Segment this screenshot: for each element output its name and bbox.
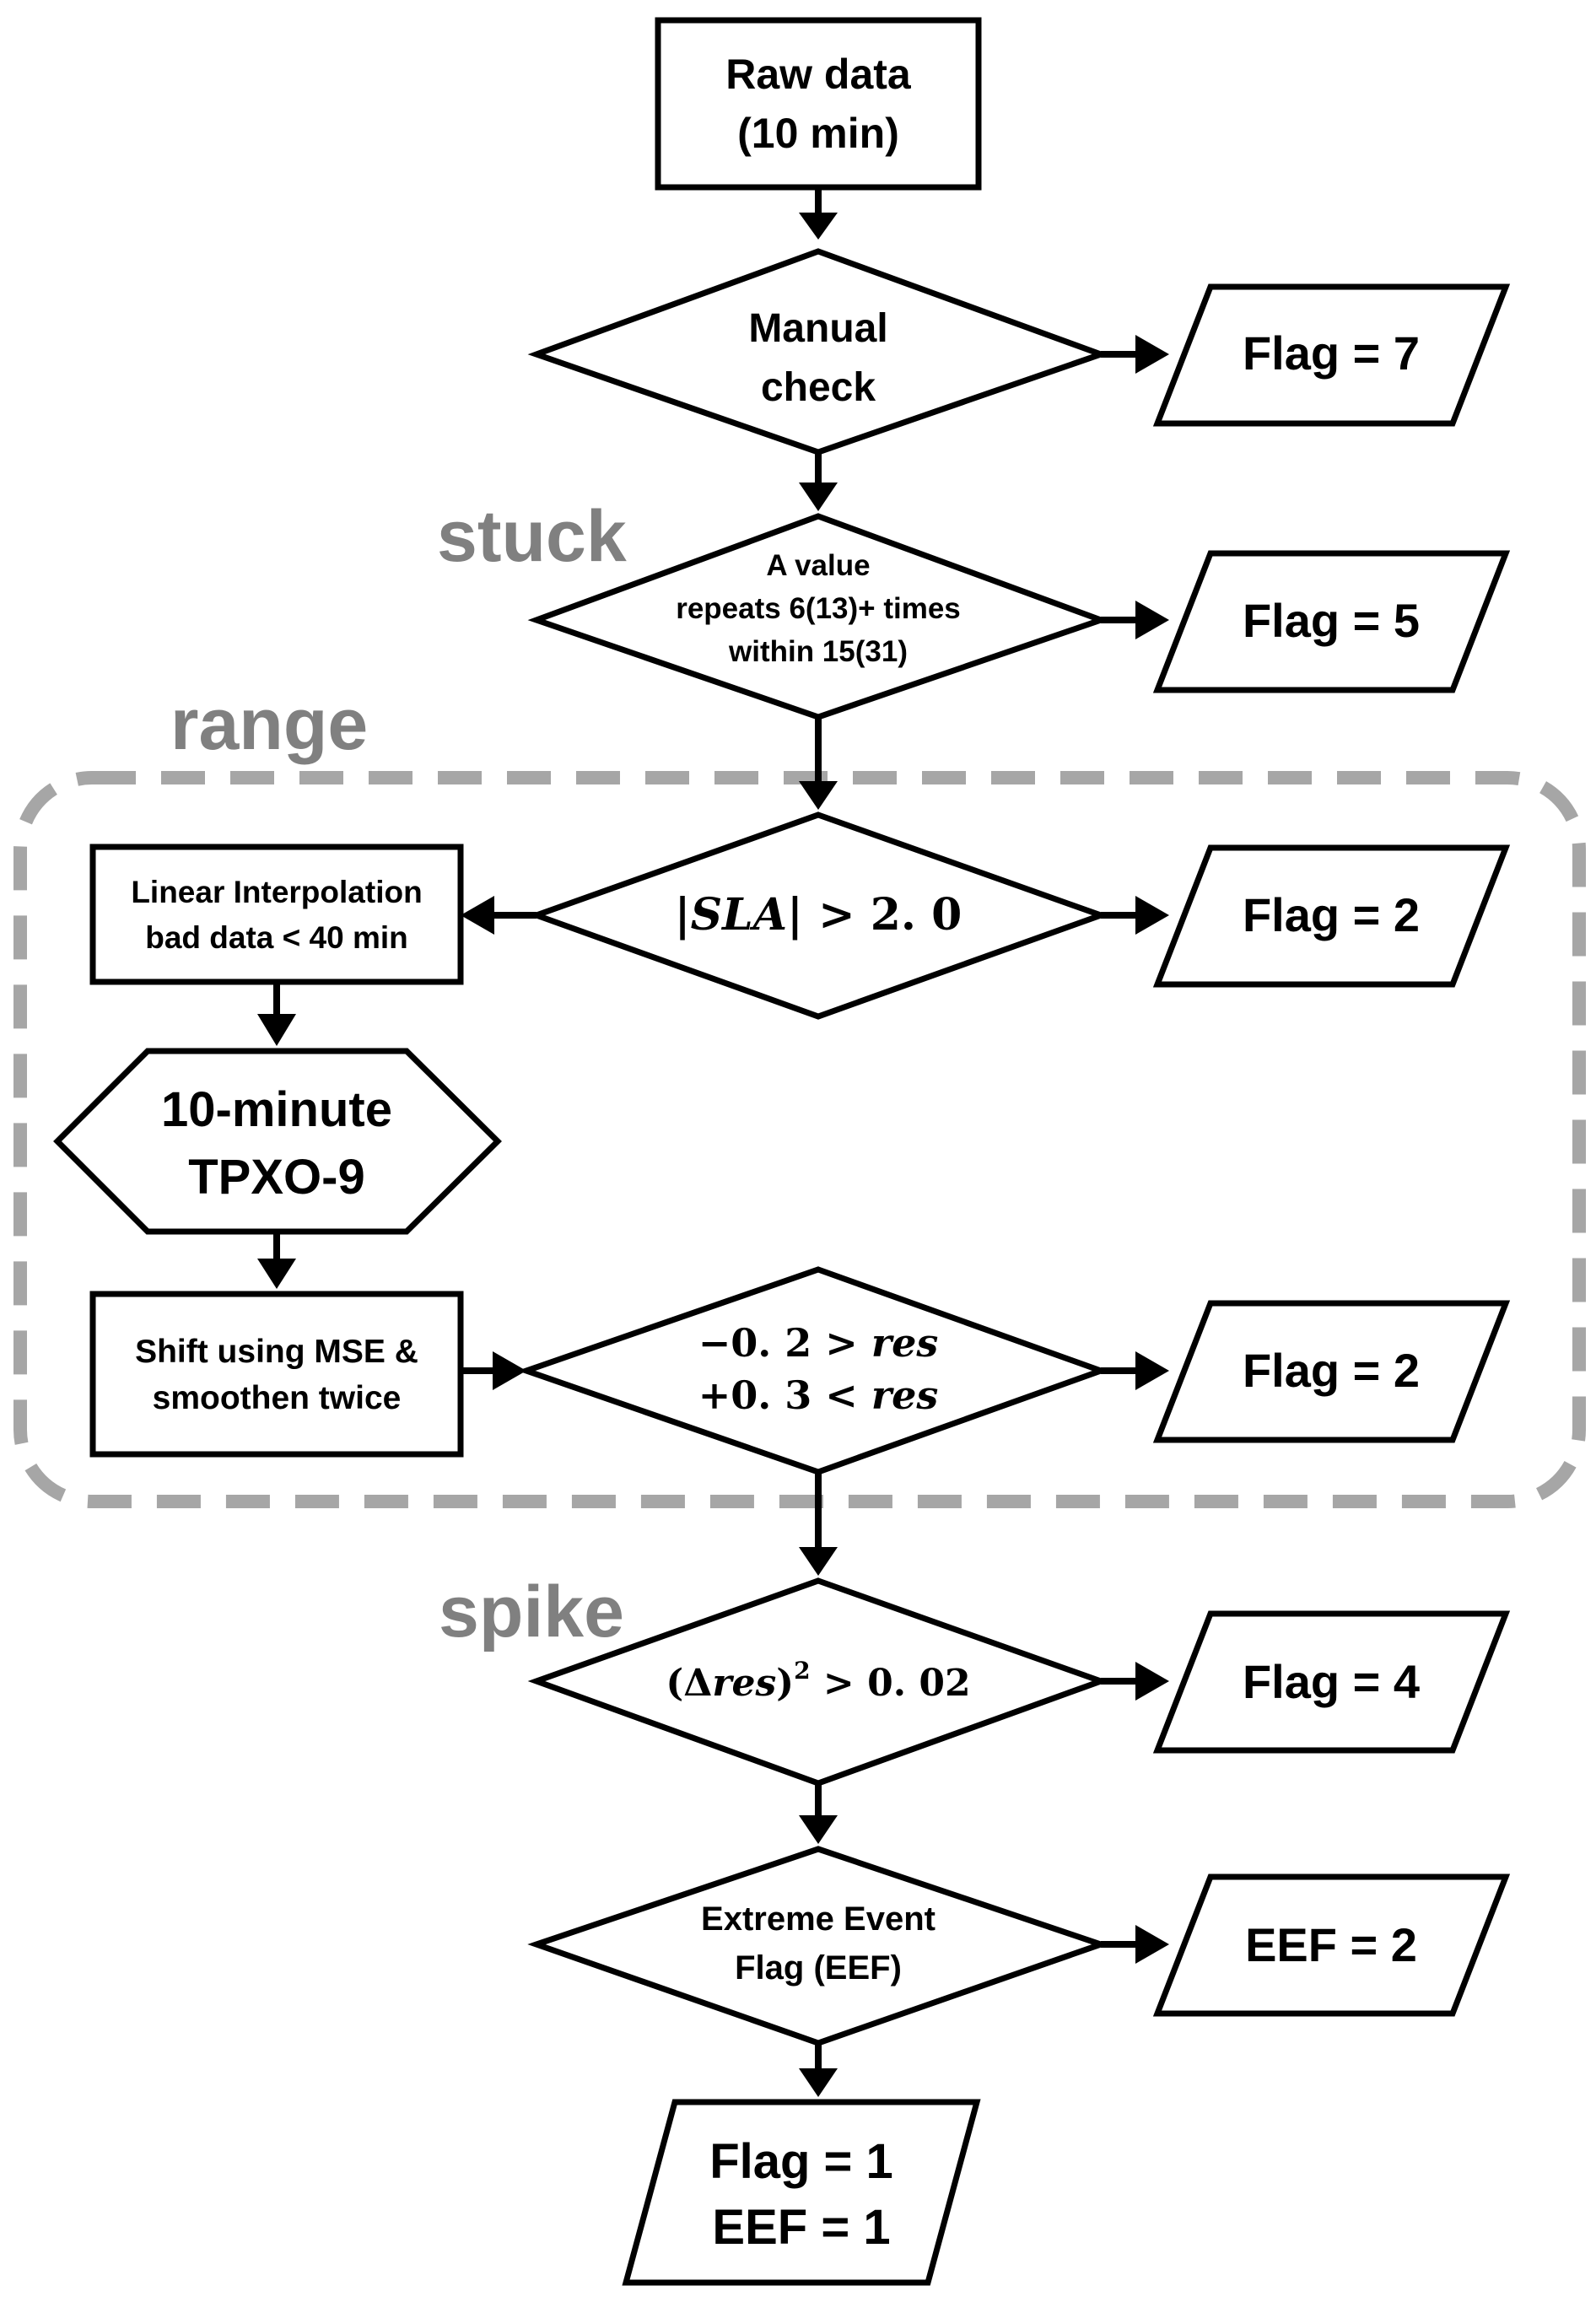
flag-2-range-output: Flag = 2 <box>1152 844 1511 988</box>
flag-2-residual-output: Flag = 2 <box>1152 1300 1511 1443</box>
arrowhead <box>461 896 494 935</box>
flag-5-output: Flag = 5 <box>1152 550 1511 693</box>
flag-7-output: Flag = 7 <box>1152 283 1511 427</box>
final-output-parallelogram: Flag = 1 EEF = 1 <box>622 2099 981 2286</box>
arrowhead <box>1135 896 1169 935</box>
svg-text:Flag = 2: Flag = 2 <box>1243 888 1420 941</box>
svg-text:repeats 6(13)+ times: repeats 6(13)+ times <box>676 592 961 625</box>
flag-4-output: Flag = 4 <box>1152 1610 1511 1754</box>
sla-range-decision: |SLA| > 2. 0 <box>527 811 1110 1020</box>
arrowhead <box>799 483 838 511</box>
svg-text:(10 min): (10 min) <box>737 110 899 157</box>
arrowhead <box>1135 1925 1169 1964</box>
arrowhead <box>257 1014 296 1046</box>
eef-2-output: EEF = 2 <box>1152 1873 1511 2017</box>
arrowhead <box>799 1815 838 1844</box>
svg-text:smoothen twice: smoothen twice <box>153 1380 402 1416</box>
extreme-event-decision: Extreme Event Flag (EEF) <box>527 1846 1110 2046</box>
svg-text:Flag = 1: Flag = 1 <box>709 2134 893 2189</box>
arrowhead <box>257 1259 296 1289</box>
manual-check-decision: Manual check <box>527 248 1110 456</box>
svg-text:+0. 3 < res: +0. 3 < res <box>698 1372 939 1418</box>
stuck-test-decision: A value repeats 6(13)+ times within 15(3… <box>527 513 1110 720</box>
spike-test-decision: (Δres)2 > 0. 02 <box>527 1577 1110 1787</box>
tpxo-model-node: 10-minute TPXO-9 <box>53 1048 502 1235</box>
svg-text:within 15(31): within 15(31) <box>728 635 908 668</box>
raw-data-node: Raw data (10 min) <box>655 17 982 191</box>
svg-text:A value: A value <box>766 549 870 582</box>
svg-text:TPXO-9: TPXO-9 <box>188 1150 365 1205</box>
svg-text:Manual: Manual <box>748 306 887 351</box>
svg-text:EEF = 2: EEF = 2 <box>1245 1918 1417 1971</box>
svg-text:Raw data: Raw data <box>725 51 912 98</box>
arrowhead <box>1135 1662 1169 1701</box>
arrowhead <box>799 2068 838 2097</box>
svg-text:bad data < 40 min: bad data < 40 min <box>145 920 408 955</box>
svg-text:Shift using MSE &: Shift using MSE & <box>135 1334 418 1370</box>
svg-text:Extreme Event: Extreme Event <box>701 1900 935 1938</box>
section-label-stuck: stuck <box>437 496 627 577</box>
section-label-range: range <box>170 684 368 765</box>
svg-text:Flag = 4: Flag = 4 <box>1243 1655 1420 1708</box>
svg-text:Flag = 7: Flag = 7 <box>1243 326 1420 380</box>
arrowhead <box>493 1351 526 1390</box>
linear-interpolation-node: Linear Interpolation bad data < 40 min <box>89 844 464 985</box>
svg-text:Flag = 2: Flag = 2 <box>1243 1344 1420 1397</box>
arrowhead <box>1135 1351 1169 1390</box>
svg-text:check: check <box>761 365 876 410</box>
svg-text:|SLA| > 2. 0: |SLA| > 2. 0 <box>675 889 962 941</box>
arrowhead <box>799 781 838 810</box>
range-group-box <box>13 771 1586 1508</box>
svg-text:Flag = 5: Flag = 5 <box>1243 594 1420 647</box>
svg-text:Linear Interpolation: Linear Interpolation <box>131 875 422 909</box>
svg-text:Flag (EEF): Flag (EEF) <box>735 1949 902 1987</box>
svg-text:(Δres)2 > 0. 02: (Δres)2 > 0. 02 <box>666 1657 970 1705</box>
svg-text:EEF = 1: EEF = 1 <box>712 2200 890 2255</box>
arrowhead <box>799 1547 838 1576</box>
section-label-spike: spike <box>439 1572 624 1652</box>
arrowhead <box>1135 335 1169 374</box>
svg-text:−0. 2 > res: −0. 2 > res <box>698 1320 939 1366</box>
svg-text:10-minute: 10-minute <box>161 1082 392 1137</box>
shift-smooth-node: Shift using MSE & smoothen twice <box>89 1291 464 1458</box>
residual-range-decision: −0. 2 > res +0. 3 < res <box>517 1266 1110 1475</box>
arrowhead <box>1135 601 1169 639</box>
arrowhead <box>799 213 838 240</box>
